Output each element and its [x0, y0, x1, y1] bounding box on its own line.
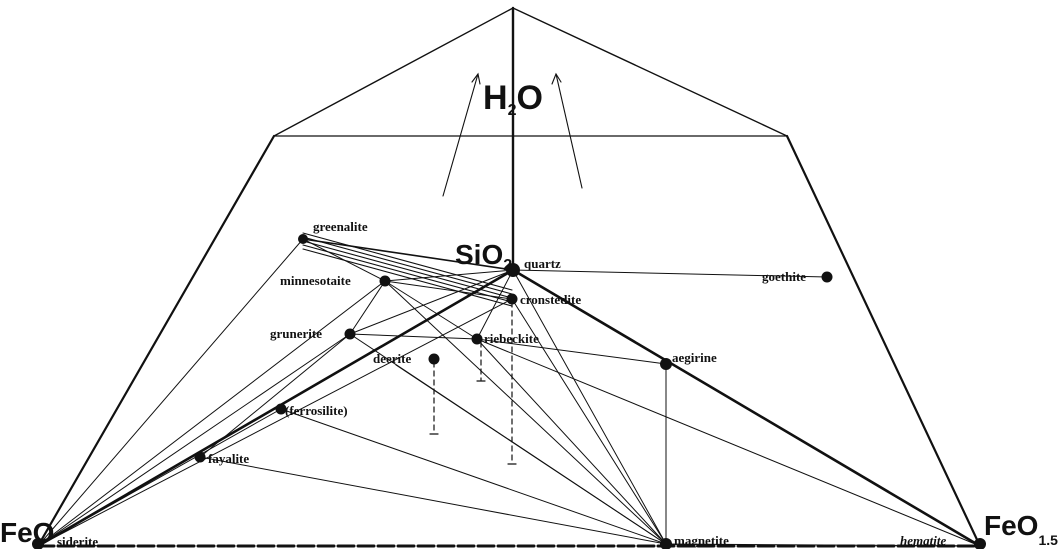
tie-minnesotaite-riebeckite — [384, 280, 478, 340]
edge-apex-right — [512, 7, 788, 137]
label-cronstedite: cronstedite — [520, 292, 581, 307]
point-hematite — [974, 538, 986, 549]
point-magnetite — [660, 538, 672, 549]
label-minnesotaite: minnesotaite — [280, 273, 351, 288]
tie-cronstedite-siderite — [37, 298, 513, 547]
water-arrow-left-head — [471, 72, 481, 85]
tie-magnetite-hematite — [665, 543, 981, 547]
label-hematite: hematite — [900, 533, 946, 548]
point-deerite — [428, 353, 440, 365]
tie-ferrosilite-magnetite — [280, 408, 667, 545]
vertex-ferric-label: FeO1.5 — [984, 510, 1058, 548]
tie-ferrosilite-siderite — [37, 408, 282, 547]
tie-riebeckite-hematite — [476, 338, 981, 547]
label-siderite: siderite — [57, 534, 98, 549]
tie-deerite-magnetite — [395, 364, 667, 545]
label-ferrosilite: (ferrosilite) — [285, 403, 348, 418]
vertex-silica-label: SiO2 — [455, 239, 512, 274]
point-greenalite — [298, 234, 308, 244]
water-arrow-right-head — [551, 72, 562, 85]
point-siderite — [32, 538, 44, 549]
tie-grunerite-quartz — [349, 269, 514, 335]
water-arrow-left — [442, 73, 479, 197]
tie-minnesotaite-cronstedite — [384, 280, 513, 300]
tie-greenalite-minnesotaite — [302, 238, 386, 282]
tie-greenalite-siderite — [37, 238, 304, 547]
point-fayalite — [194, 451, 206, 463]
vertex-ferrous-label: FeO — [0, 517, 54, 548]
point-cronstedite — [506, 293, 518, 305]
water-arrow-right — [555, 73, 583, 189]
label-riebeckite: riebeckite — [484, 331, 539, 346]
point-aegirine — [660, 358, 672, 370]
tie-minnesotaite-grunerite — [349, 280, 386, 335]
label-grunerite: grunerite — [270, 326, 322, 341]
label-greenalite: greenalite — [313, 219, 368, 234]
label-deerite: deerite — [373, 351, 411, 366]
greenalite-band-4 — [302, 248, 513, 307]
point-ferrosilite — [275, 403, 287, 415]
vertex-water-label: H2O — [483, 79, 543, 119]
tie-cronstedite-magnetite — [511, 298, 667, 545]
join-silica-ferric — [511, 268, 982, 548]
tie-riebeckite-aegirine — [476, 338, 667, 365]
label-magnetite: magnetite — [674, 533, 729, 548]
tie-grunerite-riebeckite — [349, 333, 478, 340]
point-goethite — [821, 271, 833, 283]
point-grunerite — [344, 328, 356, 340]
tie-greenalite-quartz — [302, 238, 514, 271]
tie-riebeckite-magnetite — [476, 338, 667, 545]
tie-grunerite-fayalite — [199, 333, 351, 458]
label-quartz: quartz — [524, 256, 561, 271]
tie-riebeckite-quartz — [476, 269, 514, 340]
greenalite-band-5 — [302, 232, 513, 291]
point-minnesotaite — [379, 275, 391, 287]
label-goethite: goethite — [762, 269, 806, 284]
label-aegirine: aegirine — [672, 350, 717, 365]
greenalite-band-2 — [302, 240, 513, 299]
tie-quartz-goethite — [512, 269, 828, 278]
tie-quartz-siderite — [37, 269, 514, 547]
tie-grunerite-siderite — [37, 333, 351, 547]
tie-minnesotaite-quartz — [384, 269, 514, 282]
tie-fayalite-magnetite — [199, 456, 667, 545]
point-quartz — [506, 263, 520, 277]
point-riebeckite — [471, 333, 483, 345]
greenalite-band-3 — [302, 244, 513, 303]
tie-minnesotaite-magnetite — [384, 280, 667, 545]
tie-minnesotaite-siderite — [37, 280, 386, 547]
edge-left-flank — [36, 134, 276, 548]
label-fayalite: fayalite — [208, 451, 249, 466]
edge-right-flank — [785, 134, 982, 548]
edge-apex-left — [273, 7, 514, 137]
tie-quartz-magnetite — [512, 269, 667, 545]
